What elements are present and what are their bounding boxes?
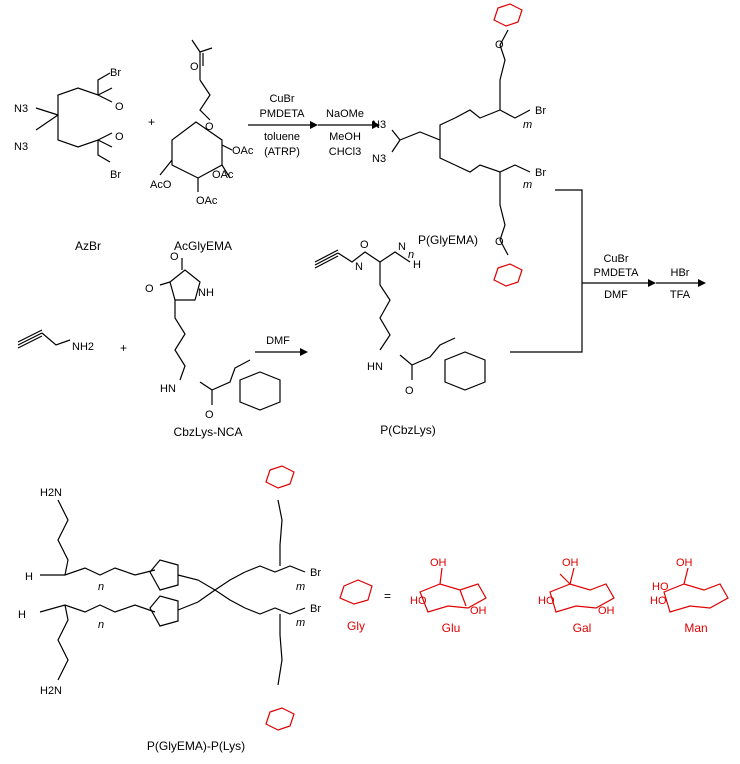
oac-label-2: OAc (212, 169, 234, 181)
acglyema-label: AcGlyEMA (174, 239, 232, 253)
azbr-structure: N3 N3 Br Br O O (14, 67, 124, 181)
nca-hn: HN (160, 383, 176, 395)
glu-structure: OH HO OH Glu (410, 557, 487, 635)
pcbzlys-label: P(CbzLys) (380, 423, 436, 437)
nca-o-top: O (170, 251, 179, 263)
cond2-line3: CHCl3 (329, 146, 361, 158)
o-label-1: O (115, 101, 124, 113)
cond1-line4: (ATRP) (264, 146, 300, 158)
pcbzlys-structure: N O N H n HN O (314, 239, 486, 397)
br-label-bottom: Br (110, 169, 121, 181)
cond4-line2: PMDETA (593, 267, 639, 279)
man-ho-top-left: HO (652, 581, 669, 593)
acglyema-structure: O O OAc AcO OAc OAc (150, 39, 254, 207)
cbzlys-nca-label: CbzLys-NCA (174, 425, 243, 439)
pglyema-br-top: Br (535, 105, 546, 117)
glu-oh-right: OH (470, 605, 487, 617)
legend-gly: Gly (347, 619, 365, 633)
o-label-ring: O (205, 121, 214, 133)
cond4-line3: DMF (604, 289, 628, 301)
pglyema-br-bottom: Br (535, 167, 546, 179)
n3-label-top: N3 (14, 103, 28, 115)
pglyema-m-top: m (523, 119, 532, 131)
cond4-line1: CuBr (603, 253, 628, 265)
nca-o-side: O (145, 283, 154, 295)
legend-equals: = (384, 589, 391, 603)
pglyema-o-top: O (495, 39, 504, 51)
man-oh-top: OH (676, 557, 693, 569)
pcbz-n-sub: n (408, 249, 414, 261)
gal-ho-left: HO (538, 595, 555, 607)
pglyema-label: P(GlyEMA) (418, 233, 478, 247)
legend-glu: Glu (442, 621, 461, 635)
reaction-arrow-3: DMF (255, 335, 308, 356)
pcbz-hn: HN (367, 361, 383, 373)
final-product-label: P(GlyEMA)-P(Lys) (147, 739, 245, 753)
gal-structure: OH HO OH Gal (538, 557, 615, 635)
pcbz-n: N (355, 261, 363, 273)
final-br-top: Br (310, 567, 321, 579)
reaction-arrow-1: CuBr PMDETA toluene (ATRP) (248, 93, 318, 158)
reaction-arrow-2: NaOMe MeOH CHCl3 (318, 108, 380, 158)
cond2-line1: NaOMe (326, 108, 364, 120)
pglyema-o-bottom: O (495, 236, 504, 248)
legend-man: Man (684, 621, 707, 635)
gal-oh-right: OH (598, 605, 615, 617)
final-h-bottom: H (18, 609, 26, 621)
pcbz-h: H (413, 259, 421, 271)
pcbz-o-carbamate: O (405, 385, 414, 397)
man-structure: OH HO HO Man (650, 557, 729, 635)
aco-label: AcO (150, 179, 172, 191)
n3-label-bottom: N3 (14, 141, 28, 153)
propargylamine-structure: NH2 (17, 329, 94, 353)
final-n-bottom: n (98, 619, 104, 631)
gal-oh-top: OH (562, 557, 579, 569)
pglyema-n3-top: N3 (372, 119, 386, 131)
man-ho-left: HO (650, 595, 667, 607)
cond1-line3: toluene (264, 131, 300, 143)
oac-label-3: OAc (196, 195, 218, 207)
final-m-bottom: m (296, 617, 305, 629)
plus-sign-2: + (120, 341, 127, 355)
azbr-label: AzBr (75, 239, 101, 253)
br-label-top: Br (110, 67, 121, 79)
cond2-line2: MeOH (329, 131, 361, 143)
oac-label-1: OAc (232, 145, 254, 157)
pcbz-o: O (360, 239, 369, 251)
legend-gal: Gal (573, 621, 592, 635)
final-h2n-top: H2N (40, 487, 62, 499)
convergence-bracket: CuBr PMDETA DMF HBr TFA (510, 189, 706, 353)
cond5-line1: HBr (671, 267, 690, 279)
sugar-legend: = Gly OH HO OH Glu OH HO OH Gal OH HO HO… (339, 557, 729, 635)
final-m-top: m (296, 581, 305, 593)
glu-ho-left: HO (410, 595, 427, 607)
nh2-label: NH2 (72, 341, 94, 353)
final-h-top: H (25, 571, 33, 583)
cbzlys-nca-structure: O O NH HN O (145, 251, 281, 421)
cond1-line2: PMDETA (259, 108, 305, 120)
final-h2n-bottom: H2N (40, 685, 62, 697)
pcbz-n2: N (398, 241, 406, 253)
pglyema-structure: N3 N3 Br Br m m O O (372, 3, 546, 287)
cond3-line1: DMF (266, 335, 290, 347)
final-product-structure: H2N H2N H H Br Br m m n n (18, 465, 321, 731)
glu-oh-top: OH (430, 557, 447, 569)
cond1-line1: CuBr (269, 93, 294, 105)
plus-sign-1: + (148, 115, 155, 129)
cond5-line2: TFA (670, 289, 691, 301)
nca-o-carbamate: O (205, 409, 214, 421)
o-label-ester: O (190, 61, 199, 73)
pglyema-n3-bottom: N3 (372, 153, 386, 165)
final-n-top: n (98, 581, 104, 593)
nca-nh: NH (198, 287, 214, 299)
pglyema-m-bottom: m (523, 179, 532, 191)
final-br-bottom: Br (310, 603, 321, 615)
o-label-2: O (115, 131, 124, 143)
